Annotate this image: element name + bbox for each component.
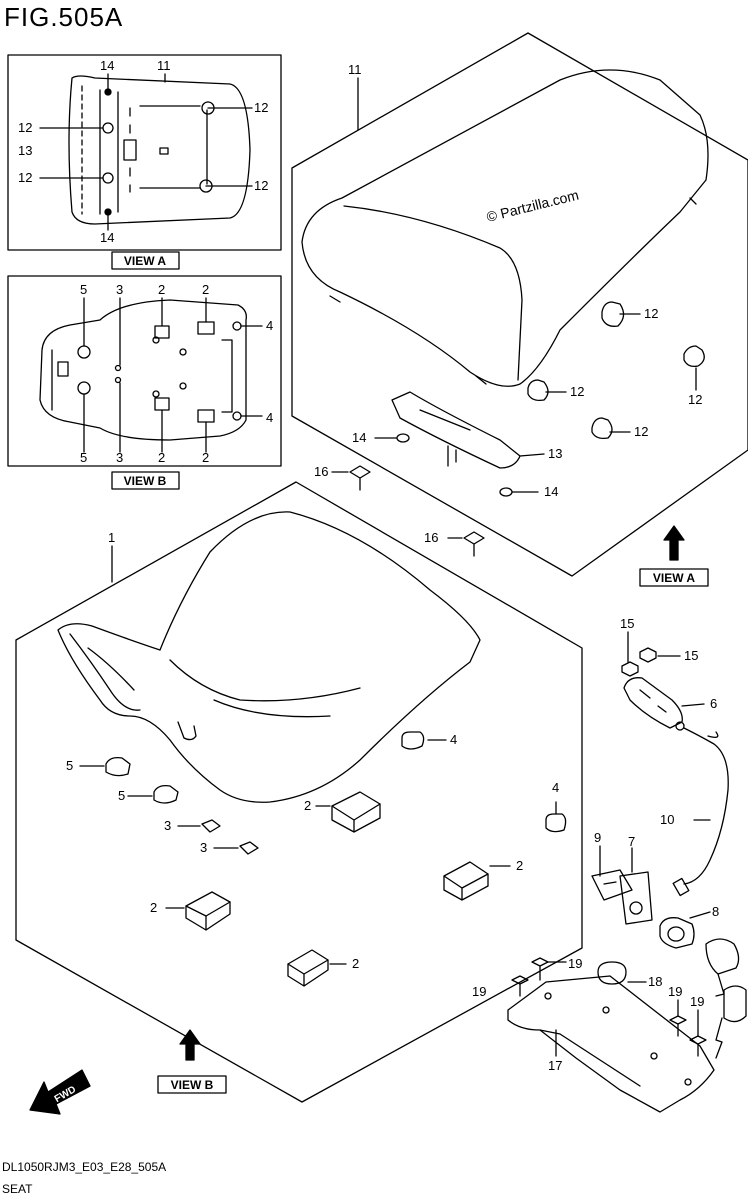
callout-11: 11 [157, 58, 171, 73]
figure-title: FIG.505A [4, 2, 124, 32]
view-b-label: VIEW B [124, 474, 167, 488]
figure-name: SEAT [2, 1182, 33, 1196]
callout-14: 14 [352, 430, 366, 445]
callout-2: 2 [516, 858, 523, 873]
callout-2: 2 [150, 900, 157, 915]
callout-12: 12 [18, 120, 32, 135]
callout-11: 11 [348, 62, 362, 77]
callout-12: 12 [688, 392, 702, 407]
watermark: © Partzilla.com [485, 187, 580, 225]
view-a-label: VIEW A [124, 254, 167, 268]
callout-13: 13 [18, 143, 32, 158]
callout-7: 7 [628, 834, 635, 849]
view-a-inset [7, 54, 282, 270]
callout-2: 2 [202, 450, 209, 465]
callout-19: 19 [472, 984, 486, 999]
callout-5: 5 [80, 282, 87, 297]
view-a-arrow-label: VIEW A [653, 571, 696, 585]
callout-4: 4 [552, 780, 559, 795]
callout-19: 19 [668, 984, 682, 999]
callout-9: 9 [594, 830, 601, 845]
callout-12: 12 [644, 306, 658, 321]
figure-code: DL1050RJM3_E03_E28_505A [2, 1160, 167, 1174]
callout-3: 3 [200, 840, 207, 855]
callout-12: 12 [254, 100, 268, 115]
callout-2: 2 [158, 282, 165, 297]
callout-12: 12 [570, 384, 584, 399]
callout-10: 10 [660, 812, 674, 827]
callout-15: 15 [620, 616, 634, 631]
view-b-inset [7, 275, 282, 490]
callout-16: 16 [314, 464, 328, 479]
callout-14: 14 [100, 58, 114, 73]
callout-12: 12 [18, 170, 32, 185]
callout-3: 3 [164, 818, 171, 833]
callout-12: 12 [254, 178, 268, 193]
callout-5: 5 [118, 788, 125, 803]
callout-17: 17 [548, 1058, 562, 1073]
callout-16: 16 [424, 530, 438, 545]
view-b-arrow-label: VIEW B [171, 1078, 214, 1092]
callout-2: 2 [352, 956, 359, 971]
callout-8: 8 [712, 904, 719, 919]
callout-2: 2 [202, 282, 209, 297]
callout-3: 3 [116, 282, 123, 297]
callout-19: 19 [568, 956, 582, 971]
lock-and-cable-parts [507, 631, 747, 1113]
callout-4: 4 [266, 410, 273, 425]
callout-15: 15 [684, 648, 698, 663]
callout-14: 14 [100, 230, 114, 245]
front-seat-assembly [15, 481, 583, 1103]
callout-4: 4 [450, 732, 457, 747]
callout-18: 18 [648, 974, 662, 989]
callout-12: 12 [634, 424, 648, 439]
callout-1: 1 [108, 530, 115, 545]
callout-5: 5 [80, 450, 87, 465]
callout-2: 2 [158, 450, 165, 465]
rear-seat-assembly [291, 32, 748, 587]
callout-14: 14 [544, 484, 558, 499]
callout-5: 5 [66, 758, 73, 773]
callout-3: 3 [116, 450, 123, 465]
callout-4: 4 [266, 318, 273, 333]
fwd-arrow-icon [29, 1069, 91, 1115]
callout-13: 13 [548, 446, 562, 461]
callout-2: 2 [304, 798, 311, 813]
callout-6: 6 [710, 696, 717, 711]
callout-19: 19 [690, 994, 704, 1009]
